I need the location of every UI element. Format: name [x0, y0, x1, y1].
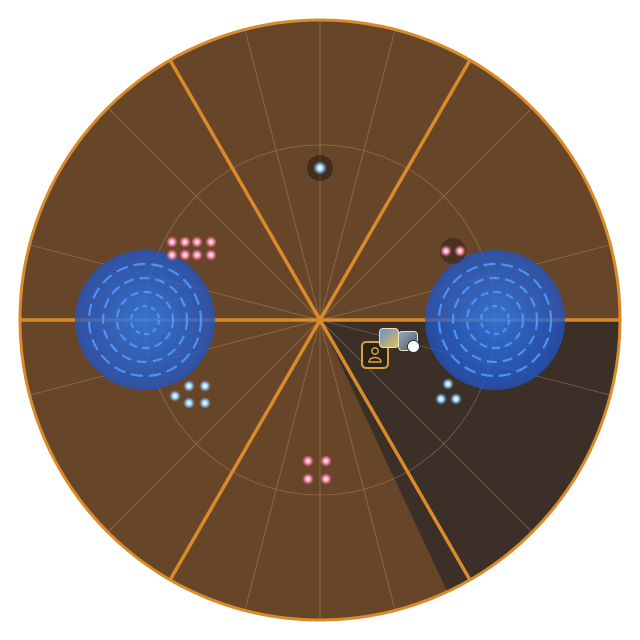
party-member-icon[interactable]	[379, 328, 399, 348]
pink-waymark-south	[302, 455, 332, 485]
pink-waymark-nw	[166, 236, 217, 261]
aoe-circle-right	[425, 250, 565, 390]
aoe-circle-left	[75, 250, 215, 390]
arena-edge	[18, 18, 622, 622]
pink-waymark-ne	[440, 238, 466, 264]
blue-waymark-sw	[169, 380, 211, 409]
north-blue-marker	[307, 155, 333, 181]
party-member-icon[interactable]	[398, 331, 420, 353]
party-badge-icon	[407, 340, 420, 353]
player-figure-icon	[368, 347, 382, 363]
blue-waymark-se	[435, 378, 462, 405]
